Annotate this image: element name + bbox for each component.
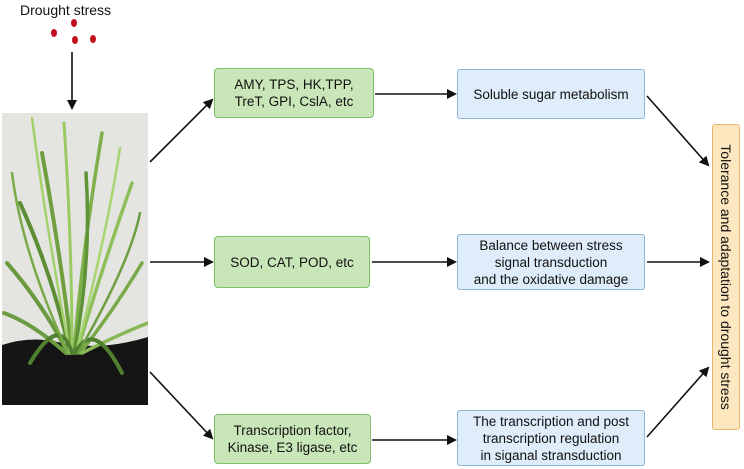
outcome-box: Tolerance and adaptation to drought stre… — [712, 124, 740, 430]
arrow-plant-to-sugar-genes — [149, 98, 214, 163]
green-box-sugar-genes: AMY, TPS, HK,TPP, TreT, GPI, CslA, etc — [214, 68, 374, 118]
blue-box-transcription-regulation: The transcription and post transcription… — [457, 410, 645, 466]
blue-box-stress-balance: Balance between stress signal transducti… — [457, 234, 645, 290]
arrow-sugar-to-outcome — [646, 95, 710, 167]
arrow-plant-to-transcription — [149, 371, 214, 440]
green-box-antioxidant-enzymes: SOD, CAT, POD, etc — [214, 236, 370, 288]
outcome-label: Tolerance and adaptation to drought stre… — [718, 144, 734, 410]
drought-stress-label: Drought stress — [20, 2, 112, 18]
plant-photo — [2, 113, 148, 405]
arrow-regulation-to-outcome — [646, 366, 710, 438]
green-box-transcription-factors: Transcription factor, Kinase, E3 ligase,… — [214, 414, 371, 464]
blue-box-sugar-metabolism: Soluble sugar metabolism — [457, 69, 645, 119]
water-droplets-icon — [51, 19, 96, 44]
